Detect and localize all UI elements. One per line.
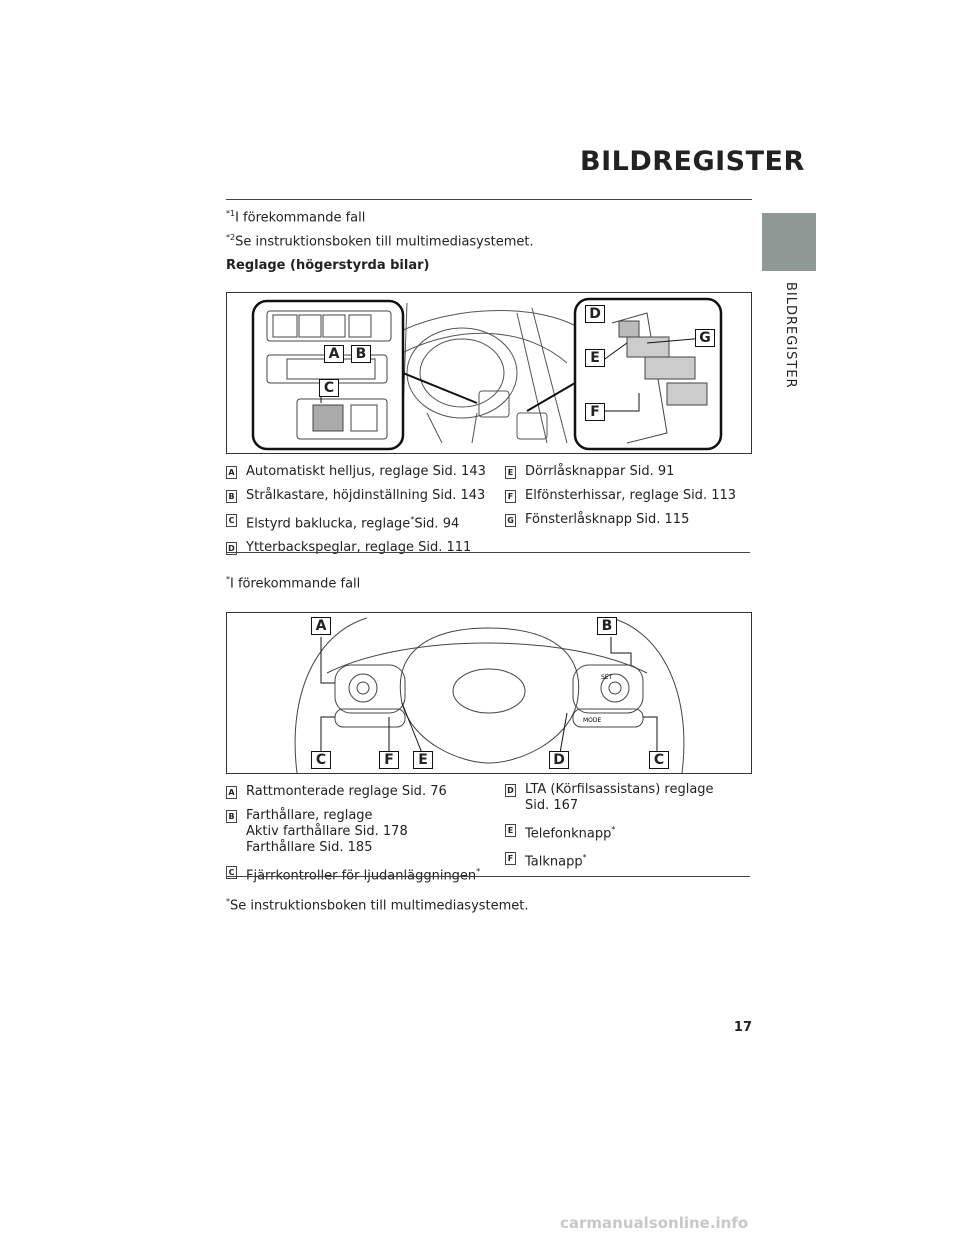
callout-c: C — [319, 379, 339, 397]
callout-a: A — [324, 345, 344, 363]
footnote-2: *2Se instruktionsboken till multimediasy… — [226, 233, 534, 250]
callout-a: A — [311, 617, 331, 635]
footnote-mid: *I förekommande fall — [226, 575, 361, 592]
callout-d: D — [549, 751, 569, 769]
steering-wheel-illustration: SET MODE — [294, 617, 685, 774]
callout-e: E — [413, 751, 433, 769]
callout-c: C — [649, 751, 669, 769]
set-button-label: SET — [601, 674, 613, 681]
figure-steering-wheel: SET MODE A B C F E D C — [226, 612, 752, 774]
figure-controls-dashboard: A B C D E F G — [226, 292, 752, 454]
dashboard-illustration — [251, 297, 723, 451]
side-tab-label: BILDREGISTER — [783, 282, 798, 389]
header-rule — [226, 199, 752, 200]
callout-g: G — [695, 329, 715, 347]
callout-d: D — [585, 305, 605, 323]
page-title: BILDREGISTER — [580, 146, 805, 177]
callout-b: B — [351, 345, 371, 363]
callout-f: F — [379, 751, 399, 769]
page-number: 17 — [733, 1020, 752, 1035]
divider-1 — [226, 552, 750, 553]
callout-c: C — [311, 751, 331, 769]
footnote-bottom: *Se instruktionsboken till multimediasys… — [226, 897, 529, 914]
section-heading: Reglage (högerstyrda bilar) — [226, 258, 430, 273]
watermark: carmanualsonline.info — [560, 1214, 749, 1232]
side-tab[interactable] — [762, 213, 816, 271]
divider-2 — [226, 876, 750, 877]
callout-e: E — [585, 349, 605, 367]
footnote-1: *1I förekommande fall — [226, 209, 366, 226]
callout-b: B — [597, 617, 617, 635]
mode-button-label: MODE — [583, 717, 602, 724]
callout-f: F — [585, 403, 605, 421]
